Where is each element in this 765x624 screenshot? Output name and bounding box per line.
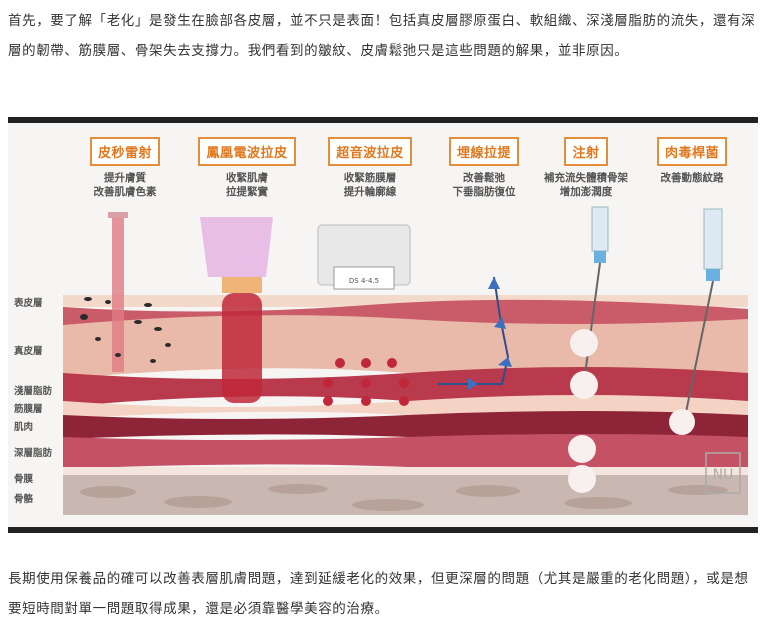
- method-title: 皮秒雷射: [89, 137, 160, 166]
- method-title: 肉毒桿菌: [656, 137, 727, 166]
- method-desc: 改善動態紋路: [660, 172, 724, 184]
- method-injection: 注射 補充流失體積骨架 增加澎潤度: [530, 137, 642, 199]
- method-desc: 下垂脂肪復位: [452, 186, 516, 198]
- method-desc: 改善肌膚色素: [93, 186, 157, 198]
- intro-paragraph: 首先，要了解「老化」是發生在臉部各皮層，並不只是表面！包括真皮層膠原蛋白、軟組織…: [8, 13, 756, 59]
- pigment-dots: [80, 297, 171, 363]
- layer-label-dermis: 真皮層: [14, 346, 43, 357]
- watermark-text: NU: [713, 467, 734, 483]
- method-desc: 提升膚質: [104, 172, 146, 184]
- method-desc: 補充流失體積骨架: [544, 172, 628, 184]
- ultrasound-tip: [333, 266, 395, 290]
- device-label: DS 4-4.5: [349, 277, 379, 285]
- rf-device: [200, 217, 273, 277]
- dermis-top-stripe: [63, 299, 748, 325]
- method-title: 注射: [564, 137, 608, 166]
- layer-label-epidermis: 表皮層: [14, 298, 43, 309]
- method-desc: 提升輪廓線: [343, 186, 397, 198]
- watermark-logo: [705, 452, 741, 494]
- layer-label-deep-fat: 深層脂肪: [14, 448, 53, 459]
- filler-deposits: [568, 329, 598, 493]
- method-thread-lift: 埋線拉提 改善鬆弛 下垂脂肪復位: [438, 137, 530, 199]
- ultrasound-focus-points: [323, 358, 409, 406]
- laser-head: [108, 212, 128, 218]
- method-desc: 收緊肌膚: [226, 172, 268, 184]
- layer-label-fascia: 筋膜層: [14, 404, 43, 415]
- syringe-body: [591, 206, 609, 252]
- figure-top-bar: [8, 117, 758, 123]
- rf-heat-zone: [222, 293, 262, 403]
- method-title: 超音波拉皮: [328, 137, 412, 166]
- rf-tip: [222, 277, 262, 293]
- figure-bottom-bar: [8, 527, 758, 533]
- muscle-band: [63, 411, 748, 440]
- method-desc: 增加澎潤度: [559, 186, 613, 198]
- layer-label-muscle: 肌肉: [14, 422, 34, 433]
- needle: [583, 262, 601, 383]
- method-title: 埋線拉提: [448, 137, 519, 166]
- method-title: 鳳凰電波拉皮: [198, 137, 296, 166]
- botox-syringe-body: [703, 208, 723, 270]
- aging-skin-layers-figure: 皮秒雷射 提升膚質 改善肌膚色素 鳳凰電波拉皮 收緊肌膚 拉提緊實 超音波拉皮 …: [8, 117, 758, 533]
- syringe-hub: [594, 251, 606, 263]
- skin-cross-section: DS 4-4.5 NU: [63, 206, 748, 515]
- thread-barb: [488, 277, 500, 289]
- method-rf-lift: 鳳凰電波拉皮 收緊肌膚 拉提緊實: [191, 137, 303, 199]
- method-desc: 拉提緊實: [226, 186, 268, 198]
- method-botox: 肉毒桿菌 改善動態紋路: [644, 137, 740, 185]
- deep-fat-band: [63, 434, 748, 470]
- method-desc: 收緊筋膜層: [343, 172, 397, 184]
- periosteum-band: [63, 467, 748, 475]
- method-desc: 改善鬆弛: [463, 172, 505, 184]
- layer-label-superficial-fat: 淺層脂肪: [14, 386, 53, 397]
- botox-syringe-hub: [706, 269, 720, 281]
- layer-label-bone: 骨骼: [14, 494, 34, 505]
- method-ultrasound-lift: 超音波拉皮 收緊筋膜層 提升輪廓線: [320, 137, 420, 199]
- botox-needle: [683, 280, 714, 423]
- layer-label-periosteum: 骨膜: [14, 474, 34, 485]
- method-picosecond-laser: 皮秒雷射 提升膚質 改善肌膚色素: [80, 137, 170, 199]
- laser-beam: [112, 212, 124, 372]
- botox-deposit: [669, 409, 695, 435]
- outro-paragraph: 長期使用保養品的確可以改善表層肌膚問題，達到延緩老化的效果，但更深層的問題（尤其…: [8, 571, 749, 617]
